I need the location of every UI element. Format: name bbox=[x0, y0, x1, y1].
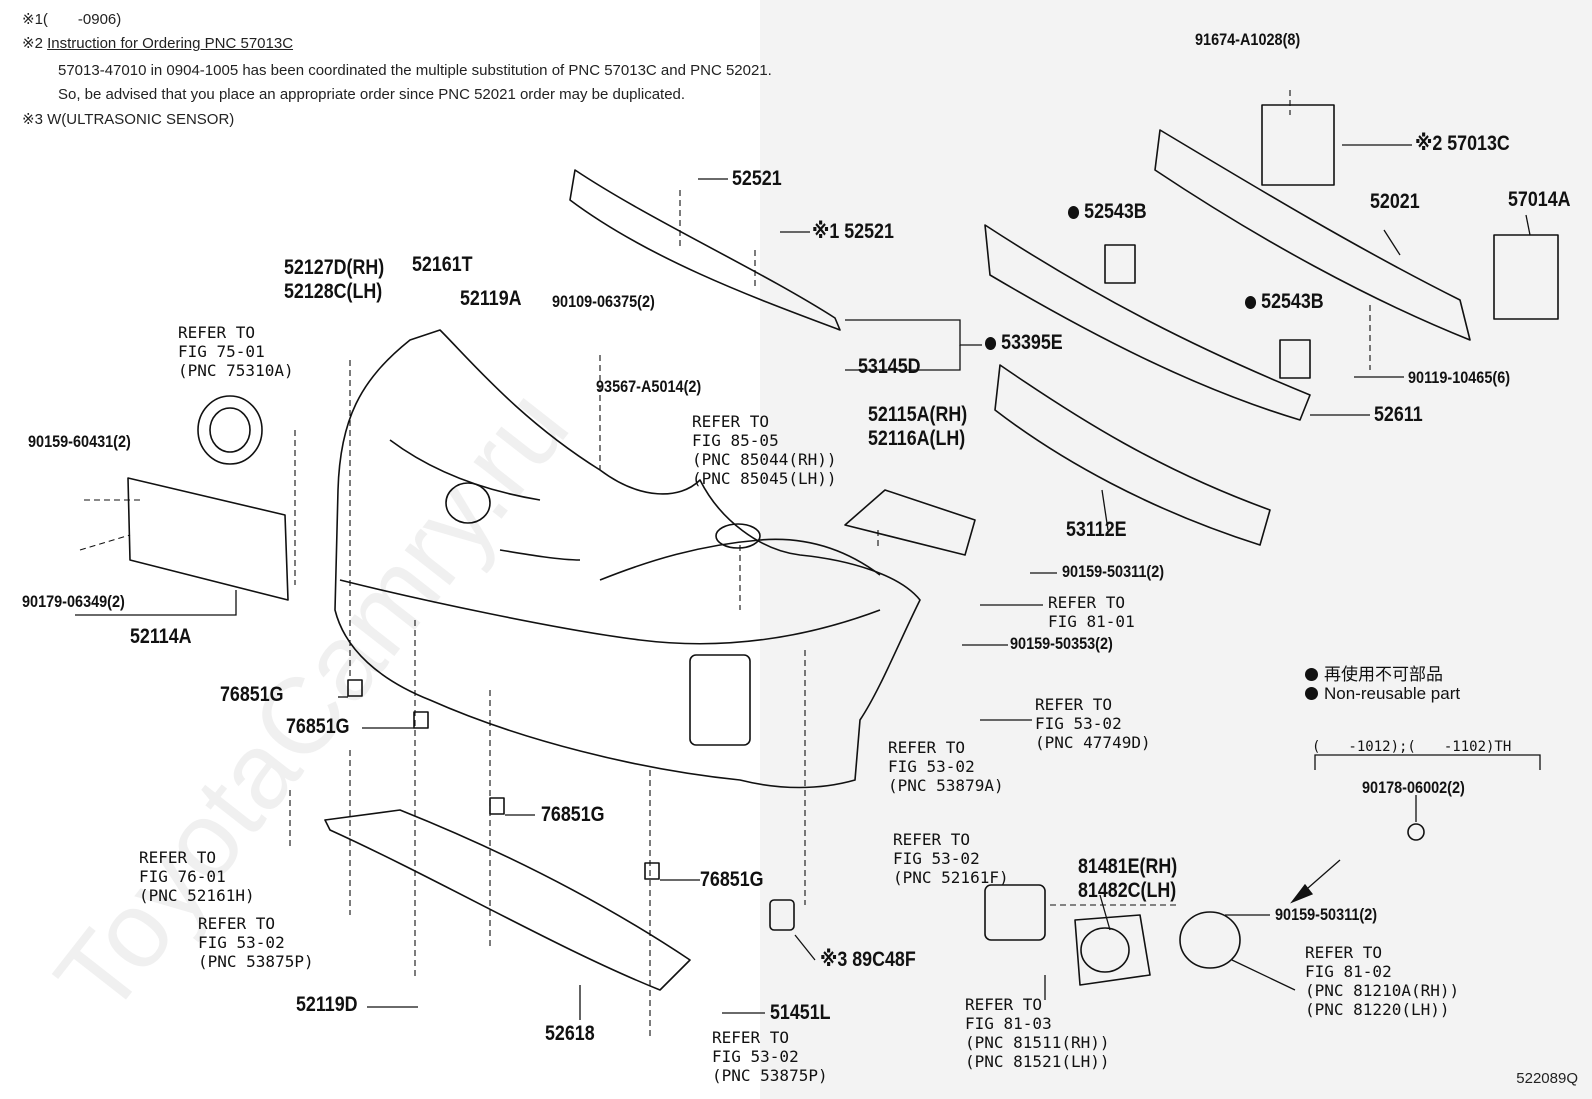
refer-fig-53-02-52161F[interactable]: REFER TO FIG 53-02 (PNC 52161F) bbox=[893, 830, 1009, 887]
reinforcement-outline bbox=[1154, 129, 1471, 341]
label-51451L[interactable]: 51451L bbox=[770, 1001, 831, 1024]
label-53112E[interactable]: 53112E bbox=[1066, 518, 1127, 541]
label-57013C[interactable]: ※2 57013C bbox=[1415, 132, 1510, 155]
label-90159-50311-upper[interactable]: 90159-50311(2) bbox=[1062, 562, 1165, 581]
refer-fig-53-02-53875P-left[interactable]: REFER TO FIG 53-02 (PNC 53875P) bbox=[198, 914, 314, 971]
legend-dot-icon bbox=[1305, 668, 1318, 681]
label-52119A[interactable]: 52119A bbox=[460, 287, 522, 310]
label-90159-50353[interactable]: 90159-50353(2) bbox=[1010, 634, 1113, 653]
note-3: ※3 W(ULTRASONIC SENSOR) bbox=[22, 111, 235, 128]
refer-fig-53-02-47749D[interactable]: REFER TO FIG 53-02 (PNC 47749D) bbox=[1035, 695, 1151, 752]
label-52127D-52128C[interactable]: 52127D(RH) 52128C(LH) bbox=[284, 256, 385, 303]
fog-lamp-cover bbox=[984, 884, 1046, 941]
label-52119D[interactable]: 52119D bbox=[296, 993, 358, 1016]
label-52611[interactable]: 52611 bbox=[1374, 403, 1423, 426]
lower-grille bbox=[994, 364, 1271, 546]
absorber-outline bbox=[984, 224, 1311, 421]
refer-fig-75-01[interactable]: REFER TO FIG 75-01 (PNC 75310A) bbox=[178, 323, 294, 380]
refer-fig-81-02[interactable]: REFER TO FIG 81-02 (PNC 81210A(RH)) (PNC… bbox=[1305, 943, 1460, 1019]
fog-lamp bbox=[1179, 911, 1241, 969]
emblem-ring bbox=[445, 482, 491, 524]
note-2-prefix: ※2 bbox=[22, 35, 48, 52]
non-reusable-dot bbox=[1245, 296, 1257, 309]
label-90178-06002[interactable]: 90178-06002(2) bbox=[1362, 778, 1465, 797]
label-76851G-1[interactable]: 76851G bbox=[220, 683, 284, 706]
label-53145D[interactable]: 53145D bbox=[858, 355, 921, 378]
label-93567-A5014[interactable]: 93567-A5014(2) bbox=[596, 377, 702, 396]
diagram-id: 522089Q bbox=[1516, 1070, 1578, 1087]
label-90159-60431[interactable]: 90159-60431(2) bbox=[28, 432, 131, 451]
non-reusable-dot bbox=[1068, 206, 1080, 219]
bracket-57013C bbox=[1261, 104, 1335, 186]
refer-fig-76-01[interactable]: REFER TO FIG 76-01 (PNC 52161H) bbox=[139, 848, 255, 905]
label-76851G-4[interactable]: 76851G bbox=[700, 868, 764, 891]
label-52521-note1[interactable]: ※1 52521 bbox=[812, 220, 894, 243]
label-52543B-upper[interactable]: 52543B bbox=[1068, 200, 1147, 224]
emblem bbox=[197, 395, 263, 465]
note-2: ※2 Instruction for Ordering PNC 57013C bbox=[22, 34, 293, 52]
refer-fig-53-02-53879A[interactable]: REFER TO FIG 53-02 (PNC 53879A) bbox=[888, 738, 1004, 795]
legend-dot-icon bbox=[1305, 687, 1318, 700]
upper-retainer-outline bbox=[569, 169, 841, 331]
label-90109-06375[interactable]: 90109-06375(2) bbox=[552, 292, 655, 311]
label-52161T[interactable]: 52161T bbox=[412, 253, 473, 276]
label-52114A[interactable]: 52114A bbox=[130, 625, 192, 648]
label-76851G-2[interactable]: 76851G bbox=[286, 715, 350, 738]
side-retainer bbox=[844, 489, 976, 556]
label-52543B-lower[interactable]: 52543B bbox=[1245, 290, 1324, 314]
fog-lamp-bracket bbox=[1074, 914, 1151, 986]
refer-fig-53-02-53875P-bottom[interactable]: REFER TO FIG 53-02 (PNC 53875P) bbox=[712, 1028, 828, 1085]
ultrasonic-sensor bbox=[769, 899, 795, 931]
label-57014A[interactable]: 57014A bbox=[1508, 188, 1571, 211]
label-52618[interactable]: 52618 bbox=[545, 1022, 595, 1045]
bumper-cover-outline bbox=[334, 329, 921, 789]
note-1: ※1( -0906) bbox=[22, 11, 122, 28]
label-76851G-3[interactable]: 76851G bbox=[541, 803, 605, 826]
undercover bbox=[324, 809, 691, 991]
note-2-line-1: 57013-47010 in 0904-1005 has been coordi… bbox=[58, 62, 772, 79]
label-52021[interactable]: 52021 bbox=[1370, 190, 1420, 213]
refer-fig-81-03[interactable]: REFER TO FIG 81-03 (PNC 81511(RH)) (PNC … bbox=[965, 995, 1110, 1071]
label-90179-06349[interactable]: 90179-06349(2) bbox=[22, 592, 125, 611]
label-90119-10465[interactable]: 90119-10465(6) bbox=[1408, 368, 1511, 387]
refer-fig-85-05[interactable]: REFER TO FIG 85-05 (PNC 85044(RH)) (PNC … bbox=[692, 412, 837, 488]
license-plate-bracket bbox=[127, 477, 289, 601]
label-81481E-81482C[interactable]: 81481E(RH) 81482C(LH) bbox=[1078, 855, 1178, 902]
label-90159-50311-lower[interactable]: 90159-50311(2) bbox=[1275, 905, 1378, 924]
non-reusable-dot bbox=[985, 337, 997, 350]
note-2-link[interactable]: Instruction for Ordering PNC 57013C bbox=[47, 35, 294, 52]
label-52521[interactable]: 52521 bbox=[732, 167, 782, 190]
label-53395E[interactable]: 53395E bbox=[985, 331, 1063, 355]
note-2-line-2: So, be advised that you place an appropr… bbox=[58, 86, 686, 103]
refer-fig-81-01[interactable]: REFER TO FIG 81-01 bbox=[1048, 593, 1135, 631]
legend-en: Non-reusable part bbox=[1305, 684, 1460, 704]
legend-jp: 再使用不可部品 bbox=[1305, 660, 1443, 685]
bracket-57014A bbox=[1493, 234, 1559, 320]
label-52115A-52116A[interactable]: 52115A(RH) 52116A(LH) bbox=[868, 403, 968, 450]
label-89C48F[interactable]: ※3 89C48F bbox=[820, 948, 916, 971]
label-90178-range: ( -1012);( -1102)TH bbox=[1312, 739, 1512, 755]
label-91674-A1028[interactable]: 91674-A1028(8) bbox=[1195, 30, 1301, 49]
